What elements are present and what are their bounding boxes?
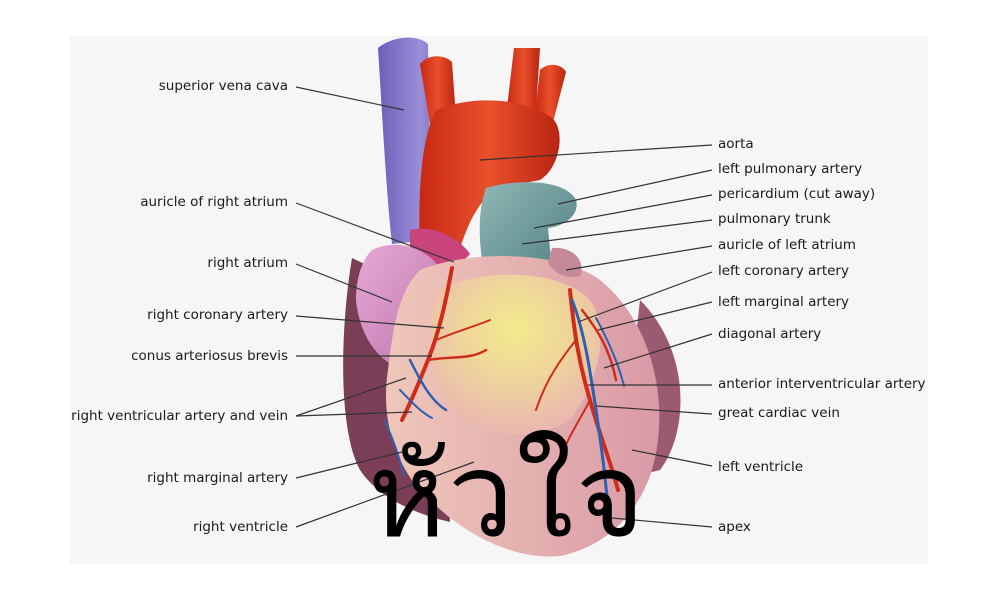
cardiac-veins (383, 298, 625, 512)
label-right-ventricle: right ventricle (193, 519, 288, 535)
label-pericardium: pericardium (cut away) (718, 186, 876, 202)
label-diagonal-artery: diagonal artery (718, 326, 822, 342)
overlay-title: หัวใจ (368, 426, 647, 564)
label-right-coronary-artery: right coronary artery (147, 307, 288, 323)
aorta-shape (419, 100, 560, 262)
label-superior-vena-cava: superior vena cava (158, 78, 288, 94)
label-left-ventricle: left ventricle (718, 459, 804, 475)
label-great-cardiac-vein: great cardiac vein (718, 405, 840, 421)
label-auricle-of-left-atrium: auricle of left atrium (718, 237, 856, 253)
label-aorta: aorta (718, 136, 754, 152)
label-auricle-of-right-atrium: auricle of right atrium (140, 194, 288, 210)
label-right-ventricular-artery-and-vein: right ventricular artery and vein (71, 408, 288, 424)
label-right-marginal-artery: right marginal artery (147, 470, 288, 486)
label-left-pulmonary-artery: left pulmonary artery (718, 161, 863, 177)
superior-vena-cava-shape (378, 37, 462, 245)
label-right-atrium: right atrium (207, 255, 288, 271)
label-left-coronary-artery: left coronary artery (718, 263, 849, 279)
label-pulmonary-trunk: pulmonary trunk (718, 211, 831, 227)
label-anterior-interventricular-artery: anterior interventricular artery (718, 376, 926, 392)
label-conus-arteriosus-brevis: conus arteriosus brevis (131, 348, 288, 364)
label-apex: apex (718, 519, 751, 535)
leader-lines (295, 86, 713, 528)
label-left-marginal-artery: left marginal artery (718, 294, 850, 310)
